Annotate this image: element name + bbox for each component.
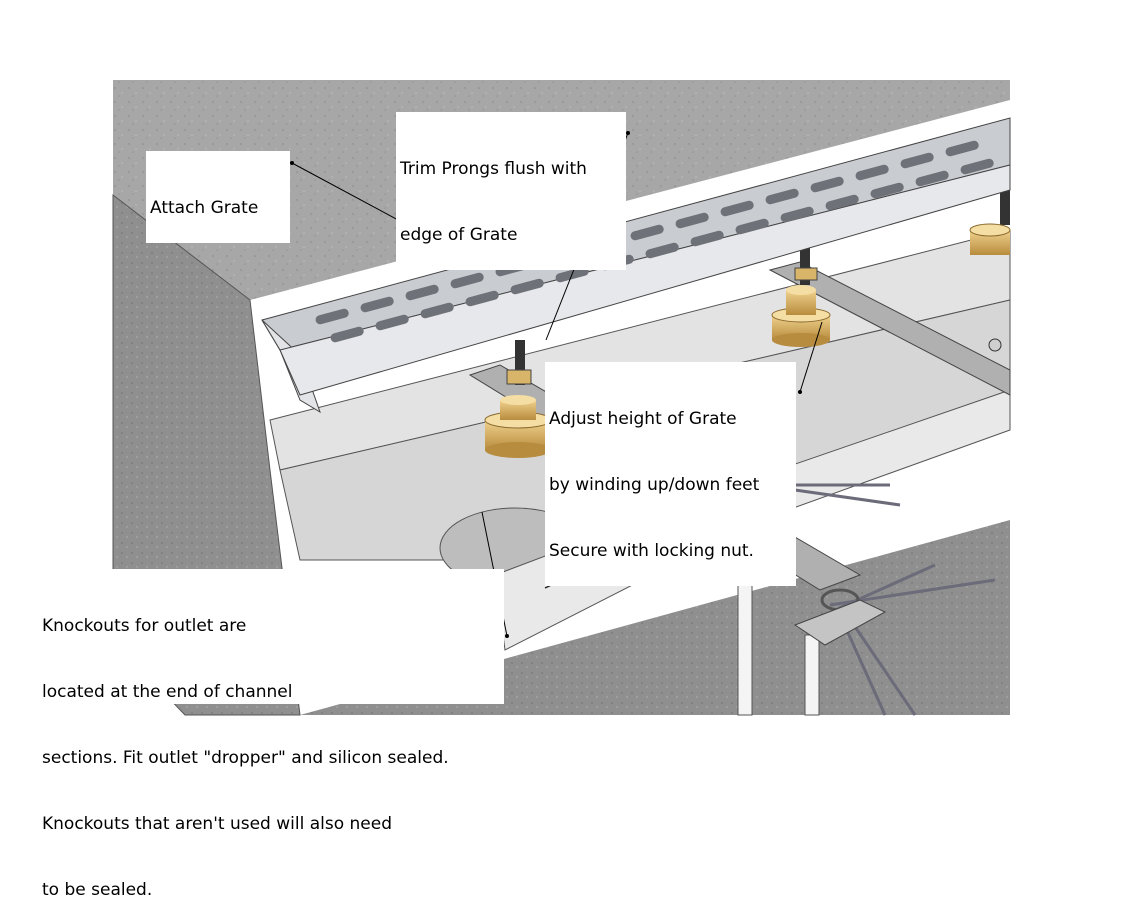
callout-line: Secure with locking nut. — [549, 541, 754, 561]
threaded-rod — [800, 245, 810, 285]
brass-foot — [771, 285, 831, 347]
callout-line: sections. Fit outlet "dropper" and silic… — [42, 748, 449, 768]
grate-slots — [315, 140, 994, 343]
callout-line: Attach Grate — [150, 198, 259, 218]
leader-dots — [290, 131, 802, 638]
brass-foot — [484, 395, 552, 458]
threaded-rod — [1000, 180, 1010, 225]
callout-line: by winding up/down feet — [549, 475, 760, 495]
callout-line: to be sealed. — [42, 880, 153, 900]
rail-bolt — [988, 338, 1002, 352]
callout-trim-prongs: Trim Prongs flush with edge of Grate — [396, 112, 626, 270]
callout-line: Adjust height of Grate — [549, 409, 737, 429]
support-rail — [768, 261, 1011, 396]
threaded-rod — [515, 340, 525, 385]
callout-line: Knockouts that aren't used will also nee… — [42, 814, 392, 834]
callout-line: Trim Prongs flush with — [400, 159, 587, 179]
brass-foot — [969, 223, 1011, 255]
callout-knockouts: Knockouts for outlet are located at the … — [38, 569, 504, 900]
callout-attach-grate: Attach Grate — [146, 151, 290, 243]
support-leg — [804, 634, 820, 716]
callout-line: Knockouts for outlet are — [42, 616, 247, 636]
locking-nut — [506, 369, 532, 385]
callout-line: located at the end of channel — [42, 682, 293, 702]
callout-line: edge of Grate — [400, 225, 518, 245]
mounting-bracket — [793, 599, 887, 646]
locking-nut — [794, 267, 818, 281]
callout-adjust-height: Adjust height of Grate by winding up/dow… — [545, 362, 796, 586]
leader-adjust-height — [799, 321, 823, 393]
